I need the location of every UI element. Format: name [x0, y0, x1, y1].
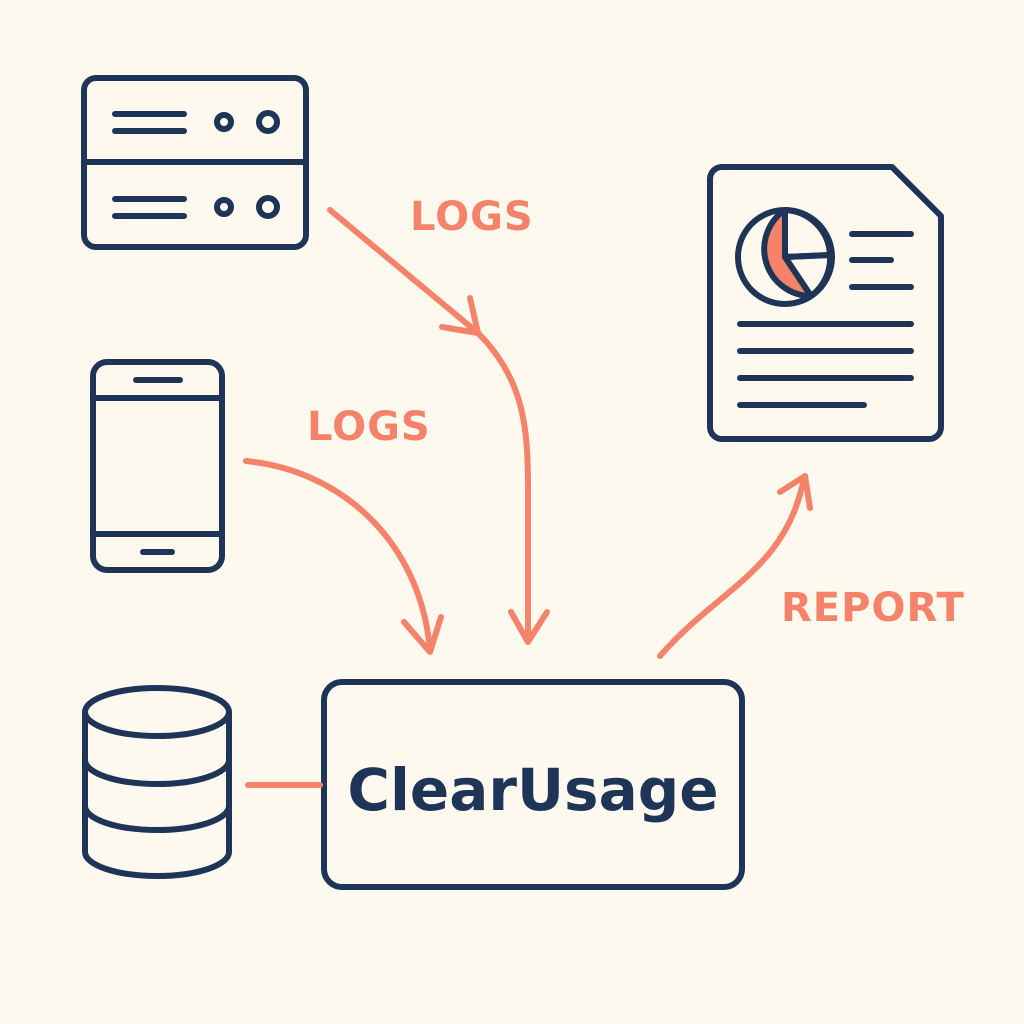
pie-chart-icon	[735, 207, 835, 307]
clearusage-title: ClearUsage	[347, 756, 718, 824]
report-arrowhead	[777, 473, 813, 511]
phone-to-center-arrow	[243, 458, 433, 653]
center-to-report-arrow	[657, 473, 808, 659]
server-arrowhead	[439, 295, 481, 336]
report-label: REPORT	[781, 585, 965, 631]
clearusage-box[interactable]	[321, 679, 745, 890]
phone-logs-label: LOGS	[307, 404, 431, 450]
report-document-icon	[707, 164, 944, 442]
smartphone-icon	[90, 359, 225, 573]
server-bottom-arrowhead	[508, 609, 550, 645]
database-icon	[82, 685, 232, 879]
server-icon	[81, 75, 309, 250]
phone-arrowhead	[401, 614, 444, 655]
server-logs-label: LOGS	[410, 194, 534, 240]
server-to-center-arrow	[327, 207, 531, 641]
